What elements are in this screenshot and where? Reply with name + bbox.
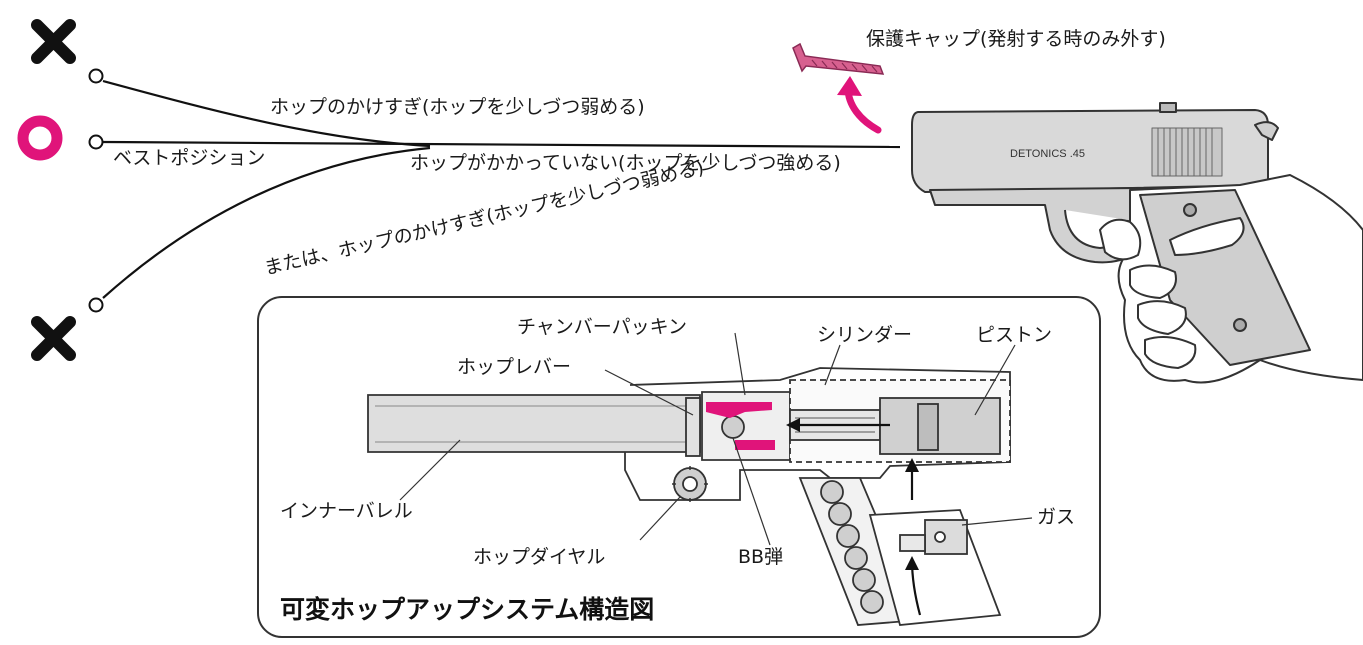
trajectory-lines xyxy=(102,79,901,299)
label-hop-lever: ホップレバー xyxy=(457,356,572,378)
trajectory-falling xyxy=(102,146,431,299)
chamber-packing xyxy=(706,402,775,450)
trajectory-label-best-position: ベストポジション xyxy=(113,147,266,169)
end-circle-middle xyxy=(88,134,104,150)
end-circle-bottom xyxy=(88,297,104,313)
trajectory-straight xyxy=(102,140,901,149)
label-hop-dial: ホップダイヤル xyxy=(473,546,606,568)
hop-dial-teeth xyxy=(672,466,708,502)
arrow-heads xyxy=(786,418,919,570)
label-cylinder: シリンダー xyxy=(817,324,913,346)
label-bb: BB弾 xyxy=(738,546,784,568)
label-inner-barrel: インナーバレル xyxy=(280,500,413,522)
cap-label: 保護キャップ(発射する時のみ外す) xyxy=(866,28,1166,50)
bad-mark-bottom xyxy=(31,316,76,361)
gun-marking: DETONICS .45 xyxy=(1010,148,1085,160)
hop-lever xyxy=(685,397,701,457)
trajectory-label-too-much-hop: ホップのかけすぎ(ホップを少しづつ弱める) xyxy=(270,96,645,118)
label-piston: ピストン xyxy=(976,324,1053,346)
piston xyxy=(879,397,1001,455)
cap-arrow-head xyxy=(837,76,862,96)
trajectory-rising xyxy=(102,79,431,148)
leader-lines xyxy=(399,332,1033,546)
good-mark xyxy=(17,115,63,161)
end-circle-top xyxy=(88,68,104,84)
bad-mark-top xyxy=(31,19,76,64)
inner-barrel xyxy=(367,394,701,453)
bb-in-chamber xyxy=(721,415,745,439)
label-chamber-packing: チャンバーパッキン xyxy=(517,316,688,338)
label-gas: ガス xyxy=(1037,506,1076,528)
protective-cap xyxy=(792,42,885,75)
diagram-title: 可変ホップアップシステム構造図 xyxy=(280,595,655,624)
trajectory-label-no-hop: ホップがかかっていない(ホップを少しづつ強める) xyxy=(410,152,841,174)
pistol-with-hand xyxy=(911,102,1363,384)
